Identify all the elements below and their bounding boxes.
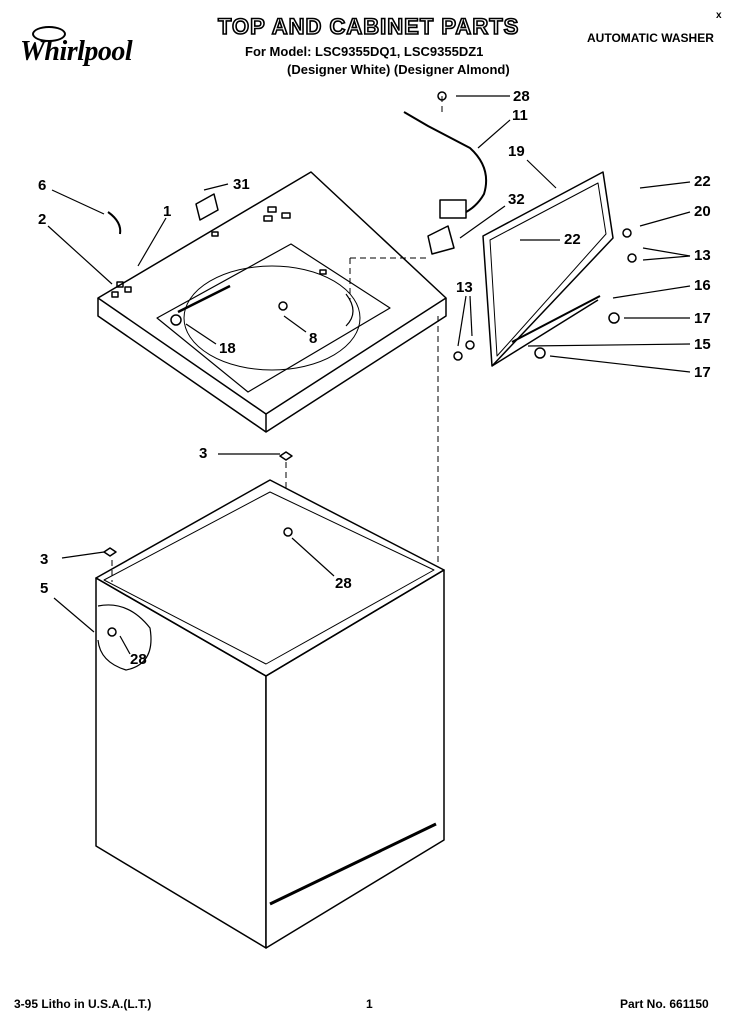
callout-8: 8 xyxy=(309,330,318,347)
callout-28-bottom: 28 xyxy=(130,651,147,668)
corner-mark: x xyxy=(716,10,722,21)
callout-3-lower: 3 xyxy=(40,551,49,568)
callout-17-lower: 17 xyxy=(694,364,711,381)
callout-22-upper: 22 xyxy=(694,173,711,190)
callout-16: 16 xyxy=(694,277,711,294)
alignment-lines xyxy=(111,96,443,582)
callout-17-upper: 17 xyxy=(694,310,711,327)
part-number: Part No. 661150 xyxy=(620,997,709,1011)
leader-lines xyxy=(47,95,691,655)
washer-top-drawing xyxy=(97,171,447,433)
cabinet-drawing xyxy=(95,451,445,949)
model-numbers: For Model: LSC9355DQ1, LSC9355DZ1 xyxy=(245,44,484,59)
page-title: TOP AND CABINET PARTS xyxy=(217,13,520,40)
callout-28-middle: 28 xyxy=(335,575,352,592)
logo-text: Whirlpool xyxy=(20,36,133,67)
callout-11: 11 xyxy=(512,107,528,124)
callout-32: 32 xyxy=(508,191,525,208)
callout-20: 20 xyxy=(694,203,711,220)
control-panel-drawing xyxy=(453,171,637,367)
model-variants: (Designer White) (Designer Almond) xyxy=(287,62,510,77)
litho-note: 3-95 Litho in U.S.A.(L.T.) xyxy=(14,997,152,1011)
callout-15: 15 xyxy=(694,336,711,353)
callout-3-upper: 3 xyxy=(199,445,208,462)
callout-6: 6 xyxy=(38,177,47,194)
callout-1: 1 xyxy=(163,203,172,220)
callout-13-left: 13 xyxy=(456,279,473,296)
callout-22-lower: 22 xyxy=(564,231,581,248)
callout-2: 2 xyxy=(38,211,47,228)
callout-19: 19 xyxy=(508,143,525,160)
callout-5: 5 xyxy=(40,580,49,597)
callout-18: 18 xyxy=(219,340,236,357)
callout-31: 31 xyxy=(233,176,250,193)
logo-emblem-icon xyxy=(32,26,66,42)
page-number: 1 xyxy=(366,997,373,1011)
callout-28-top: 28 xyxy=(513,88,530,105)
whirlpool-logo: Whirlpool xyxy=(10,22,150,72)
product-type: AUTOMATIC WASHER xyxy=(587,31,714,45)
lid-switch-drawing xyxy=(107,91,488,255)
callout-13-right: 13 xyxy=(694,247,711,264)
